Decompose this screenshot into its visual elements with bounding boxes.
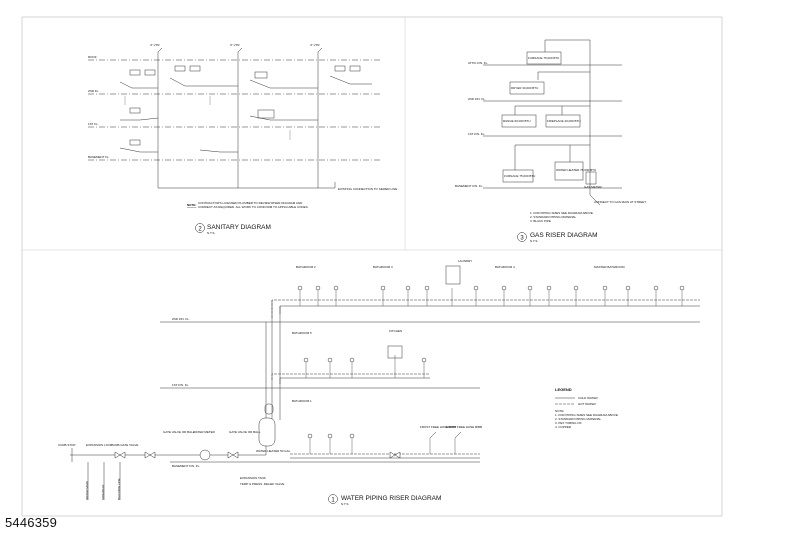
water-entry-sidewalk: SIDEWALK xyxy=(101,485,105,500)
sanitary-level-roof: ROOF xyxy=(88,55,97,59)
gas-label-fireplace: FIREPLACE 40,000 BTU xyxy=(547,119,581,123)
gas-appliance-fireplace xyxy=(545,114,581,128)
water-room-bathroom-3: BATHROOM 3 xyxy=(373,265,393,269)
water-entry-expansion-loop: EXPANSION LOOP xyxy=(86,443,112,447)
water-eq-relief-valve: TEMP & PRESS. RELIEF VALVE xyxy=(240,482,284,486)
water-room-kitchen: KITCHEN xyxy=(389,329,402,333)
gas-label-furnace-basement: FURNACE 75,000 BTU xyxy=(504,174,535,178)
gas-meter xyxy=(585,171,597,185)
gas-label-dryer: DRYER 30,000 BTU xyxy=(511,86,538,90)
water-eq-gate-valve-1: GATE VALVE OR BALL xyxy=(163,430,195,434)
gas-label-furnace-attic: FURNACE 75,000 BTU xyxy=(528,56,559,60)
water-legend-hot: HOT WATER xyxy=(578,402,596,406)
sanitary-diagram xyxy=(88,47,380,189)
water-title: WATER PIPING RISER DIAGRAM xyxy=(341,495,441,502)
water-entry-curb-gate: CURB GATE VALVE xyxy=(111,443,138,447)
water-room-bathroom-5: BATHROOM 5 xyxy=(292,331,312,335)
gas-note-1: 1. FOR PIPING SIZES SEE DIAGRAM ABOVE xyxy=(530,211,593,215)
sanitary-number-circle xyxy=(195,223,205,233)
sanitary-level-1st: 1ST FL. xyxy=(88,122,99,126)
gas-appliance-furnace-attic xyxy=(526,51,562,65)
water-riser-diagram xyxy=(70,265,700,500)
sanitary-vent-1: 4" VTR xyxy=(150,43,160,47)
sanitary-title: SANITARY DIAGRAM xyxy=(207,224,271,231)
sanitary-level-basement: BASEMENT FL. xyxy=(88,155,110,159)
water-hose-bibb-1: FROST FREE HOSE BIBB xyxy=(420,425,456,429)
water-eq-heater: WATER HEATER 50 GAL xyxy=(256,449,291,453)
gas-riser-diagram xyxy=(483,39,622,206)
water-meter-symbol xyxy=(199,449,211,461)
gas-street-label: CONNECT TO GAS MAIN AT STREET xyxy=(594,200,646,204)
gas-appliance-range xyxy=(501,114,537,128)
expansion-tank-symbol xyxy=(264,403,274,415)
water-level-2nd: 2ND FIN. FL. xyxy=(172,317,190,321)
water-legend-note-2: 2. STANDARD PIPING MATERIAL xyxy=(555,417,602,421)
sanitary-vent-3: 4" VTR xyxy=(310,43,320,47)
gas-level-1st: 1ST FIN. FL. xyxy=(468,132,485,136)
gas-number: 3 xyxy=(520,235,524,241)
water-legend-note-3: 3. PEX TUBING OK xyxy=(555,421,582,425)
sanitary-note-box: CONTRACTOR'S LICENSED PLUMBER TO REVIEW … xyxy=(198,202,309,209)
sanitary-number: 2 xyxy=(198,226,202,232)
sanitary-level-2nd: 2ND FL. xyxy=(88,89,99,93)
water-legend-note-0: NOTE: xyxy=(555,409,564,413)
gas-note-3: 3. BLACK PIPE xyxy=(530,219,551,223)
water-level-basement: BASEMENT FIN. FL. xyxy=(172,464,200,468)
sheet-border xyxy=(21,16,723,517)
gas-appliance-water-heater xyxy=(554,161,584,181)
water-hose-bibb-2: FROST FREE HOSE BIBB xyxy=(446,425,482,429)
water-eq-gate-valve-2: GATE VALVE OR BALL xyxy=(229,430,261,434)
water-heater-symbol xyxy=(258,417,276,447)
gas-note-2: 2. STANDARD PIPING MATERIAL xyxy=(530,215,577,219)
water-eq-meter: WATER METER xyxy=(193,430,216,434)
gas-label-meter: GAS METER xyxy=(584,185,603,189)
water-entry-building-line: BUILDING LINE xyxy=(117,478,121,500)
sanitary-exit-label: EXISTING CONNECTION TO SEWER LINE xyxy=(338,187,397,191)
gas-number-circle xyxy=(517,232,527,242)
sanitary-note-text: CONTRACTOR'S LICENSED PLUMBER TO REVIEW … xyxy=(198,202,309,209)
sanitary-note-heading: NOTE: xyxy=(187,203,196,207)
gas-label-range: RANGE 60,000 BTU xyxy=(503,119,531,123)
gas-level-attic: ATTIC FIN. FL. xyxy=(468,61,488,65)
gas-title: GAS RISER DIAGRAM xyxy=(530,232,598,239)
water-legend-heading: LEGEND xyxy=(555,387,572,392)
water-legend-cold: COLD WATER xyxy=(578,396,599,400)
gas-appliance-furnace-basement xyxy=(502,169,534,183)
gas-level-2nd: 2ND FIN. FL. xyxy=(468,97,486,101)
listing-number: 5446359 xyxy=(5,515,58,530)
sanitary-vent-2: 3" VTR xyxy=(230,43,240,47)
water-room-master-bathroom: MASTER BATHROOM xyxy=(594,265,625,269)
water-room-bathroom-1: BATHROOM 1 xyxy=(292,399,312,403)
water-number-circle xyxy=(328,494,338,504)
water-legend-note-4: 4. COPPER xyxy=(555,425,572,429)
water-room-bathroom-4: BATHROOM 4 xyxy=(495,265,515,269)
water-entry-curb-stop: CURB STOP xyxy=(58,443,75,447)
water-room-laundry: LAUNDRY xyxy=(458,259,472,263)
gas-appliance-dryer xyxy=(509,81,545,95)
water-level-1st: 1ST FIN. FL. xyxy=(172,383,189,387)
sanitary-scale: N.T.S. xyxy=(207,231,215,235)
water-entry-main: WATER MAIN xyxy=(85,481,89,500)
gas-level-basement: BASEMENT FIN. FL. xyxy=(455,184,483,188)
water-room-bathroom-2: BATHROOM 2 xyxy=(296,265,316,269)
water-eq-expansion-tank: EXPANSION TANK xyxy=(240,476,266,480)
water-legend-note-1: 1. FOR PIPING SIZES SEE DIAGRAM ABOVE xyxy=(555,413,618,417)
water-scale: N.T.S. xyxy=(341,502,349,506)
gas-scale: N.T.S. xyxy=(530,239,538,243)
gas-label-water-heater: WATER HEATER 75,000 BTU xyxy=(556,168,596,172)
water-number: 1 xyxy=(331,497,335,503)
